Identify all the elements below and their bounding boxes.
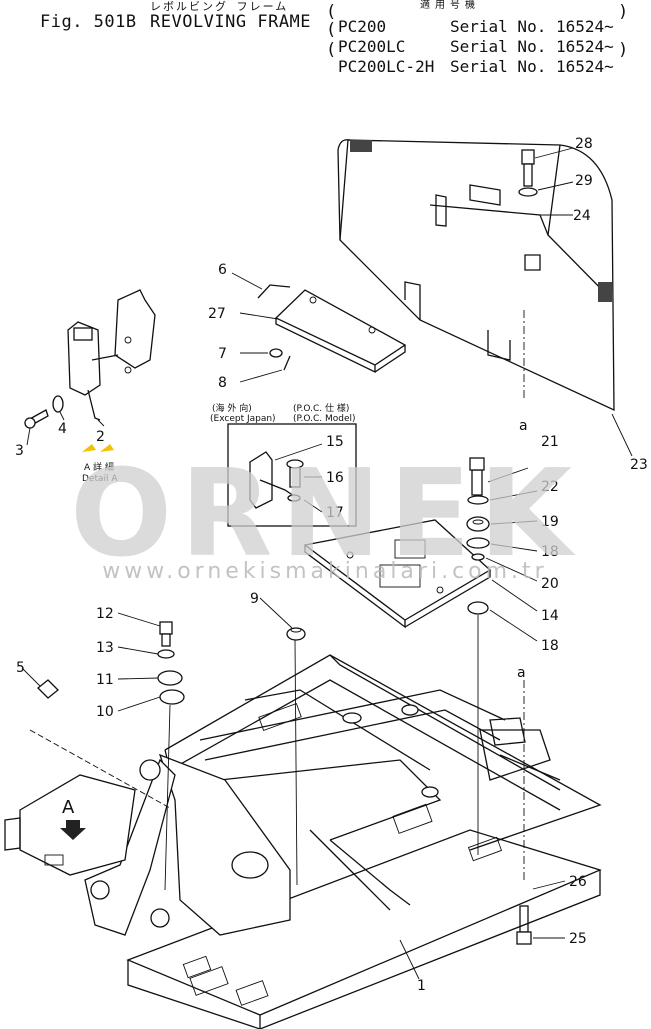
callout-18-lower: 18	[541, 638, 559, 654]
callout-16: 16	[326, 470, 344, 486]
callout-24: 24	[573, 208, 591, 224]
cover-10	[159, 689, 185, 705]
callout-17: 17	[326, 505, 344, 521]
poc-label-right-en: (P.O.C. Model)	[293, 414, 356, 424]
revolving-frame	[4, 654, 602, 1029]
callout-6: 6	[218, 262, 227, 278]
callout-21: 21	[541, 434, 559, 450]
bolt-12	[159, 621, 173, 647]
bolt-21	[469, 457, 485, 496]
detail-a-assembly	[67, 289, 156, 421]
paren-left-bottom: (	[326, 40, 337, 60]
bolt-25	[516, 905, 532, 945]
callout-28: 28	[575, 136, 593, 152]
callout-10: 10	[96, 704, 114, 720]
callout-15: 15	[326, 434, 344, 450]
plug-5	[37, 679, 59, 699]
detail-a-label-en: Detail A	[82, 474, 118, 484]
callout-20: 20	[541, 576, 559, 592]
cushion-19	[466, 516, 490, 532]
callout-22: 22	[541, 479, 559, 495]
callout-13: 13	[96, 640, 114, 656]
applicable-models-japanese: 適用号機	[420, 0, 480, 11]
callouts: 1 2 3 4 5 6 7 8 9 10 11 12 13 14 15 16 1…	[15, 136, 648, 994]
reference-a-upper: a	[519, 418, 528, 434]
washer-22	[467, 495, 489, 505]
poc-label-left: (海 外 向)	[212, 402, 252, 414]
hatch-mark	[350, 140, 372, 152]
model-name: PC200	[338, 17, 387, 36]
model-row: PC200LC-2H Serial No. 16524~	[338, 57, 614, 76]
pin-8	[283, 355, 291, 371]
model-row: PC200LC Serial No. 16524~	[338, 37, 614, 56]
washer-20	[471, 553, 485, 561]
paren-right-top: )	[618, 2, 629, 22]
callout-23: 23	[630, 457, 648, 473]
cover-plate	[257, 284, 407, 374]
model-name: PC200LC	[338, 37, 406, 56]
paren-left-top: (	[326, 2, 337, 22]
callout-12: 12	[96, 606, 114, 622]
callout-19: 19	[541, 514, 559, 530]
bolt-3	[24, 409, 49, 429]
callout-9: 9	[250, 591, 259, 607]
leader-lines	[21, 147, 633, 980]
plug-9	[286, 627, 306, 641]
washer-13	[157, 649, 175, 659]
callout-26: 26	[569, 874, 587, 890]
watermark-logo-mark	[82, 444, 114, 452]
watermark: ORNEK www.ornekismakinalari.com.tr	[70, 444, 580, 584]
callout-27: 27	[208, 306, 226, 322]
reference-a-lower: a	[517, 665, 526, 681]
callout-3: 3	[15, 443, 24, 459]
callout-18-upper: 18	[541, 544, 559, 560]
callout-11: 11	[96, 672, 114, 688]
watermark-url: www.ornekismakinalari.com.tr	[102, 559, 547, 584]
view-letter-a: A	[62, 797, 75, 818]
paren-left-mid: (	[326, 20, 337, 40]
poc-label-right: (P.O.C. 仕 様)	[293, 402, 349, 414]
callout-4: 4	[58, 421, 67, 437]
poc-detail-box	[227, 423, 357, 527]
poc-label-left-en: (Except Japan)	[210, 414, 276, 424]
callout-29: 29	[575, 173, 593, 189]
title-japanese: レボルビング フレーム	[150, 0, 289, 13]
callout-14: 14	[541, 608, 559, 624]
bolt-28	[521, 149, 535, 187]
callout-1: 1	[417, 978, 426, 994]
cushion-18-lower	[467, 601, 489, 615]
callout-5: 5	[16, 660, 25, 676]
model-serial: Serial No. 16524~	[450, 37, 614, 56]
view-arrow-a	[60, 820, 86, 840]
detail-a-label-jp: A 詳 細	[84, 461, 114, 473]
callout-8: 8	[218, 375, 227, 391]
watermark-brand: ORNEK	[70, 445, 580, 584]
washer-4	[52, 395, 64, 413]
cover-11	[157, 670, 183, 686]
model-serial: Serial No. 16524~	[450, 17, 614, 36]
title-english: REVOLVING FRAME	[150, 12, 312, 32]
washer-29	[518, 187, 538, 197]
model-serial: Serial No. 16524~	[450, 57, 614, 76]
model-row: PC200 Serial No. 16524~	[338, 17, 614, 36]
model-name: PC200LC-2H	[338, 57, 435, 76]
mount-plate	[303, 519, 492, 629]
callout-7: 7	[218, 346, 227, 362]
callout-2: 2	[96, 429, 105, 445]
counterweight	[337, 139, 615, 412]
paren-right-bottom: )	[618, 40, 629, 60]
cushion-18-upper	[466, 537, 490, 549]
hatch-mark	[598, 282, 612, 302]
figure-number: Fig. 501B	[40, 12, 137, 32]
washer-7	[269, 348, 283, 358]
callout-25: 25	[569, 931, 587, 947]
